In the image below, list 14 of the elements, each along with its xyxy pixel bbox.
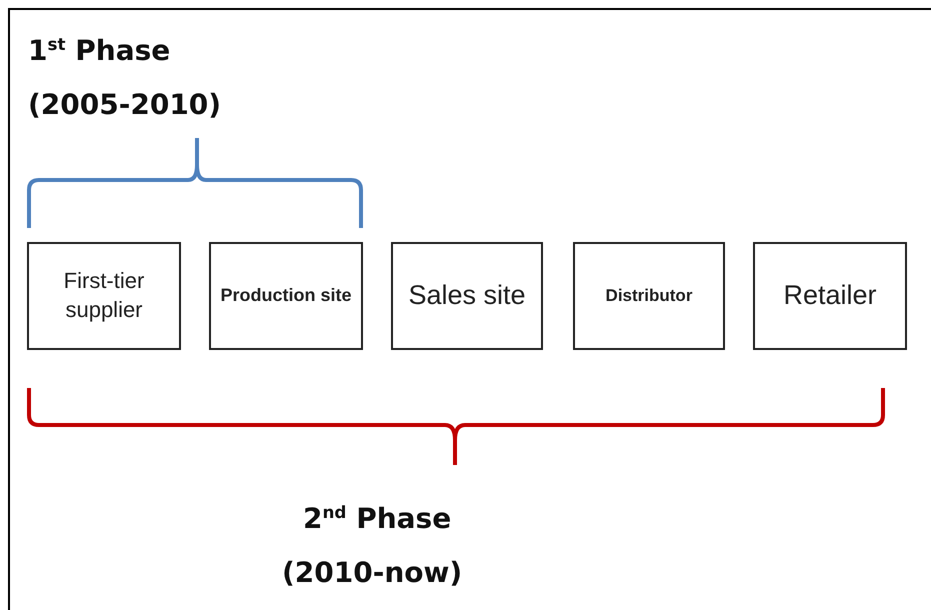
process-box [573, 242, 725, 350]
box-label: Retailer [783, 279, 877, 312]
box-label: First-tier supplier [62, 267, 146, 324]
period-label: (2005-2010) [28, 88, 222, 121]
process-box [753, 242, 907, 350]
process-box [209, 242, 363, 350]
box-label: Sales site [408, 279, 526, 312]
period-label: (2010-now) [282, 556, 462, 589]
phase-heading: 1$^{st}$ Phase [28, 34, 170, 67]
process-box [27, 242, 181, 350]
process-box [391, 242, 543, 350]
box-label: Distributor [606, 284, 692, 307]
box-label: Production site [220, 284, 352, 308]
phase-heading: 2$^{nd}$ Phase [303, 502, 452, 535]
